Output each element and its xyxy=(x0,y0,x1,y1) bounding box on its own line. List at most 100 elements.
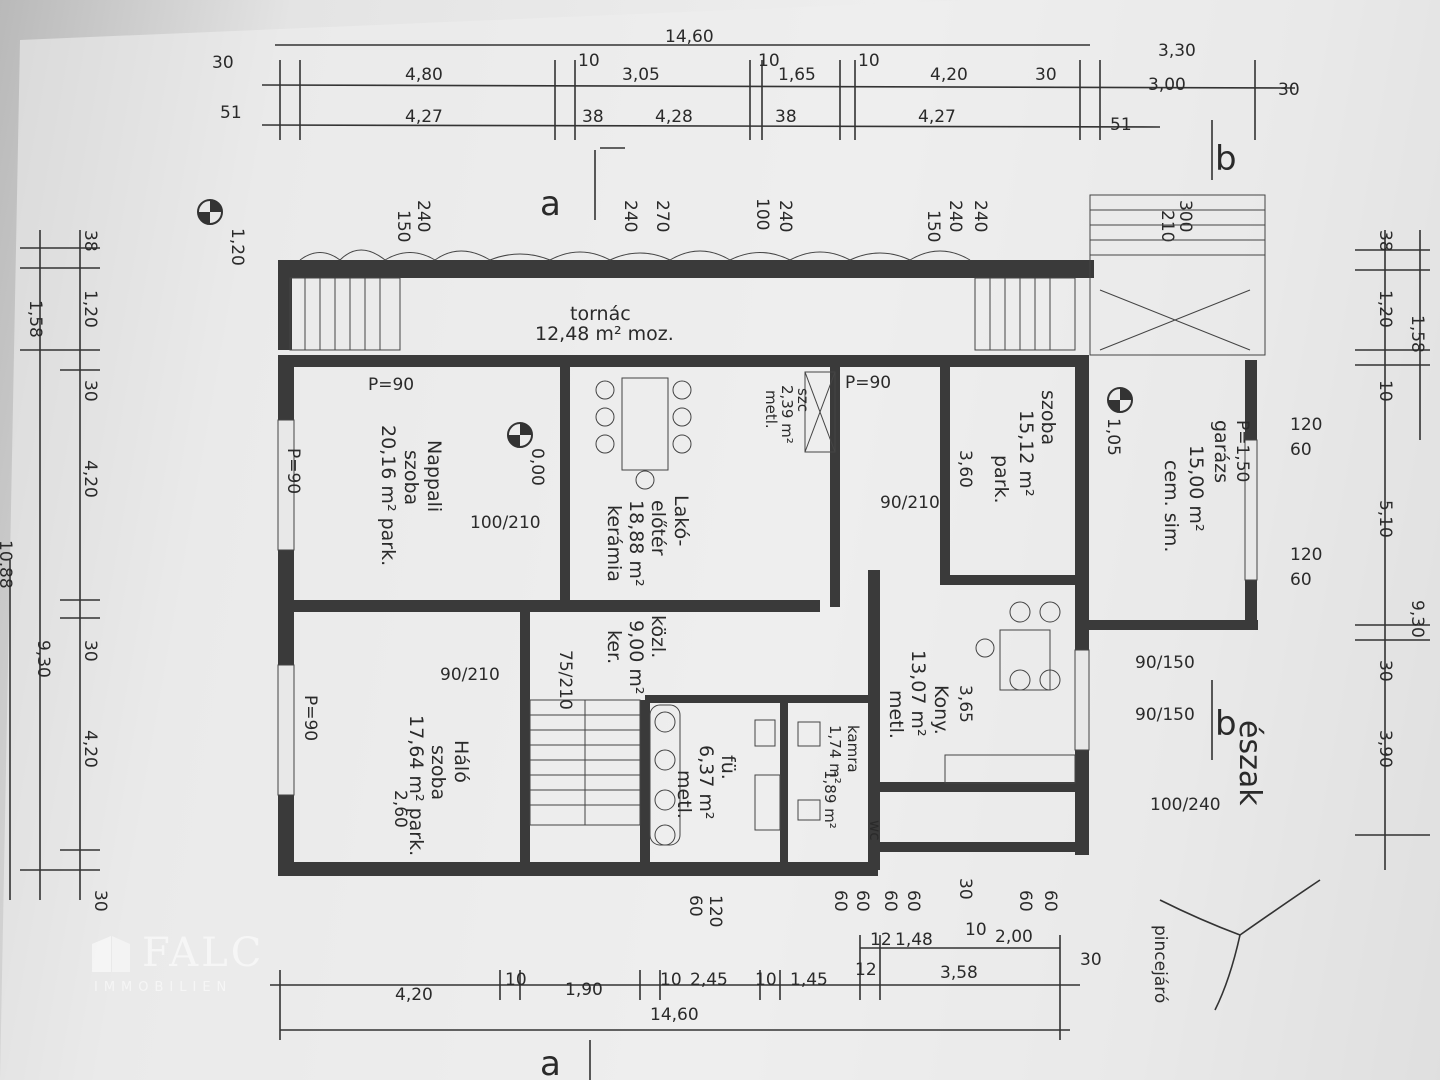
svg-text:tornác: tornác xyxy=(570,303,631,325)
svg-text:park.: park. xyxy=(990,455,1012,504)
svg-text:Háló: Háló xyxy=(450,740,472,783)
svg-text:P=1,50: P=1,50 xyxy=(1232,420,1252,482)
svg-text:90/210: 90/210 xyxy=(440,665,500,685)
bottom-dim-6: 10 xyxy=(755,970,777,990)
svg-text:szoba: szoba xyxy=(400,450,422,505)
top-row2-5: 38 xyxy=(775,107,797,127)
section-marker-a: a a xyxy=(540,147,625,1080)
right-dim-7: 5,10 xyxy=(1375,500,1395,538)
bathroom-fixtures xyxy=(649,704,821,846)
bottom-dim-2: 10 xyxy=(505,970,527,990)
svg-text:a: a xyxy=(540,184,561,224)
svg-text:fü.: fü. xyxy=(717,755,739,780)
svg-text:240: 240 xyxy=(413,200,433,232)
svg-text:ker.: ker. xyxy=(603,630,625,664)
windows xyxy=(277,419,1258,796)
top-row2-6: 4,27 xyxy=(918,107,956,127)
outer-walls xyxy=(278,260,1258,876)
svg-text:60: 60 xyxy=(903,890,923,912)
svg-text:kamra: kamra xyxy=(844,725,862,773)
left-dim-2: 1,20 xyxy=(80,290,100,328)
room-garage: garázs 15,00 m² cem. sim. P=1,50 xyxy=(1160,420,1252,552)
bottom-dim-3: 1,90 xyxy=(565,980,603,1000)
svg-text:17,64 m² park.: 17,64 m² park. xyxy=(405,715,427,856)
brand-mark-icon xyxy=(92,936,130,972)
top-dim-1: 30 xyxy=(212,53,234,73)
left-dim-6: 9,30 xyxy=(33,640,53,678)
top-row2-1: 51 xyxy=(220,103,242,123)
bottom-dim-13: 10 xyxy=(965,920,987,940)
room-bedroom-north: szoba 15,12 m² park. 3,60 P=90 xyxy=(845,373,1059,504)
svg-text:240: 240 xyxy=(620,200,640,232)
left-dim-4: 30 xyxy=(80,380,100,402)
right-dim-12: 3,90 xyxy=(1375,730,1395,768)
svg-text:90/150: 90/150 xyxy=(1135,653,1195,673)
svg-text:240: 240 xyxy=(945,200,965,232)
svg-text:15,00 m²: 15,00 m² xyxy=(1185,445,1207,532)
watermark-sub: IMMOBILIEN xyxy=(94,980,233,995)
svg-text:b: b xyxy=(1215,704,1237,744)
bottom-dim-1: 4,20 xyxy=(395,985,433,1005)
svg-text:120: 120 xyxy=(705,895,725,927)
svg-text:b: b xyxy=(1215,139,1237,179)
svg-text:75/210: 75/210 xyxy=(555,650,575,710)
svg-text:90/210: 90/210 xyxy=(880,493,940,513)
bottom-dim-11: 12 xyxy=(870,930,892,950)
bottom-vertical-dims: 120 60 60 60 60 60 30 60 60 xyxy=(685,878,1060,927)
bottom-dim-12: 1,48 xyxy=(895,930,933,950)
svg-text:1,74 m²: 1,74 m² xyxy=(826,725,844,784)
svg-text:garázs: garázs xyxy=(1210,420,1232,483)
svg-text:60: 60 xyxy=(685,895,705,917)
svg-text:2,60: 2,60 xyxy=(390,790,410,828)
north-arrow: észak xyxy=(1159,720,1321,1011)
svg-text:szoba: szoba xyxy=(427,745,449,800)
svg-text:60: 60 xyxy=(1040,890,1060,912)
top-dim-5: 10 xyxy=(758,51,780,71)
room-pantry: kamra 1,74 m² xyxy=(826,725,862,784)
left-dim-8: 30 xyxy=(80,640,100,662)
storage-cross xyxy=(804,371,836,453)
watermark-brand: FALC xyxy=(142,930,265,976)
svg-text:1,89 m²: 1,89 m² xyxy=(821,770,839,829)
svg-text:90/150: 90/150 xyxy=(1135,705,1195,725)
section-marker-b: b b xyxy=(1211,120,1237,760)
room-bedroom-south: Háló szoba 17,64 m² park. P=90 2,60 xyxy=(300,695,472,856)
right-dim-2: 1,20 xyxy=(1375,290,1395,328)
svg-text:240: 240 xyxy=(775,200,795,232)
level-mark-1: 1,20 xyxy=(227,228,247,266)
top-total-dim: 14,60 xyxy=(665,27,714,47)
terrace-planting xyxy=(299,249,971,261)
bottom-dim-9: 3,58 xyxy=(940,963,978,983)
top-row2-3: 38 xyxy=(582,107,604,127)
svg-text:kerámia: kerámia xyxy=(603,505,625,582)
svg-text:12,48 m² moz.: 12,48 m² moz. xyxy=(535,323,674,345)
right-dim-6: 60 xyxy=(1290,440,1312,460)
right-dim-8: 120 xyxy=(1290,545,1322,565)
svg-text:150: 150 xyxy=(393,210,413,242)
staircase xyxy=(529,699,641,826)
svg-text:a: a xyxy=(540,1044,561,1080)
svg-text:Lakó-: Lakó- xyxy=(670,495,692,546)
svg-text:P=90: P=90 xyxy=(283,448,303,494)
svg-text:P=90: P=90 xyxy=(300,695,320,741)
level-mark-2: 1,05 xyxy=(1103,418,1123,456)
svg-text:270: 270 xyxy=(652,200,672,232)
svg-text:wc: wc xyxy=(866,820,884,841)
pincejaro-label: pincejáró xyxy=(1150,925,1170,1003)
top-row2-2: 4,27 xyxy=(405,107,443,127)
top-dim-6: 1,65 xyxy=(778,65,816,85)
svg-text:P=90: P=90 xyxy=(845,373,891,393)
left-dim-7: 10,88 xyxy=(0,540,15,589)
svg-text:18,88 m²: 18,88 m² xyxy=(625,500,647,587)
top-dim-10: 3,30 xyxy=(1158,41,1196,61)
svg-text:3,65: 3,65 xyxy=(955,685,975,723)
top-dim-12: 30 xyxy=(1278,80,1300,100)
right-dim-5: 120 xyxy=(1290,415,1322,435)
svg-text:cem. sim.: cem. sim. xyxy=(1160,460,1182,552)
svg-text:100/210: 100/210 xyxy=(470,513,541,533)
svg-text:60: 60 xyxy=(830,890,850,912)
right-dim-1: 38 xyxy=(1375,230,1395,252)
svg-text:60: 60 xyxy=(1015,890,1035,912)
bottom-dim-4: 10 xyxy=(660,970,682,990)
